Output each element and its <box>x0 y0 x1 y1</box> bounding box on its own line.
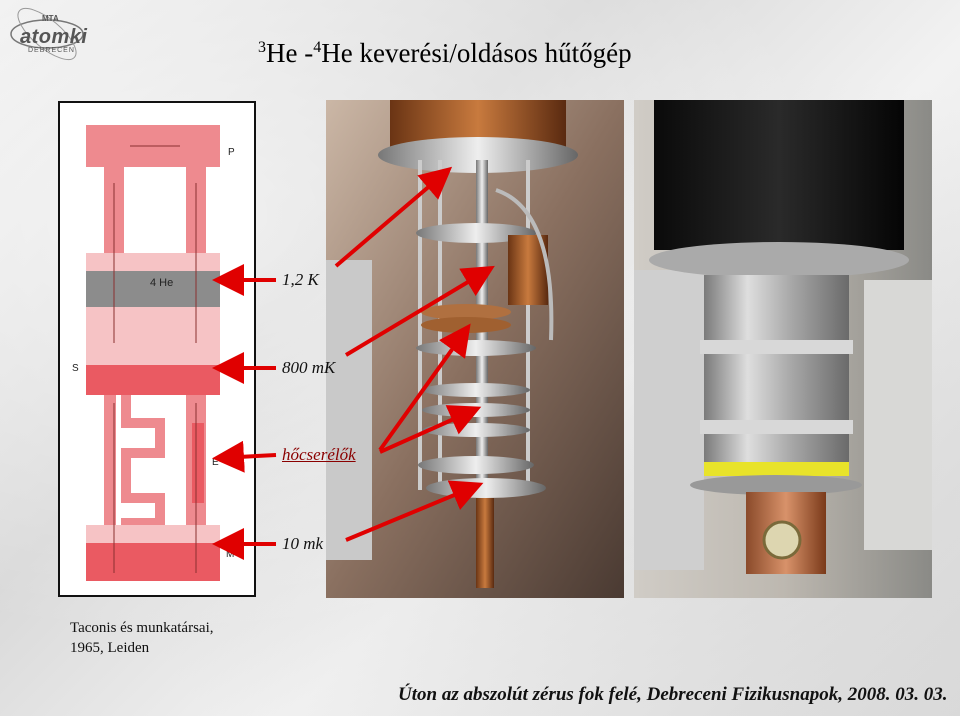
tube-left-lower <box>104 395 116 525</box>
exchanger-e <box>192 423 204 503</box>
taconis-schematic: 4 He P S E M <box>58 101 256 597</box>
label-m: M <box>226 549 235 560</box>
label-e: E <box>212 457 219 468</box>
title-sup-3: 3 <box>258 39 266 56</box>
label-s: S <box>72 363 79 374</box>
he4-label: 4 He <box>150 277 174 289</box>
gray-label-backdrop <box>326 262 372 560</box>
atomki-logo: MTA atomki DEBRECEN <box>6 4 88 62</box>
credit-line-1: Taconis és munkatársai, <box>70 620 214 636</box>
label-p: P <box>228 147 235 158</box>
label-1-2K: 1,2 K <box>282 270 319 289</box>
cryostat-photo <box>634 100 932 598</box>
label-heat-exchangers: hőcserélők <box>282 445 356 464</box>
label-800mK: 800 mK <box>282 358 336 377</box>
logo-top-text: MTA <box>42 14 59 23</box>
label-10mk: 10 mk <box>282 534 324 553</box>
flow-arrows <box>113 145 197 573</box>
heat-exchanger-path <box>121 395 165 533</box>
logo-main-text: atomki <box>20 26 88 48</box>
title-sup-4: 4 <box>313 39 322 56</box>
schematic-drawing <box>86 125 220 581</box>
mixing-chamber-lower <box>86 543 220 581</box>
mixing-chamber-upper <box>86 525 220 543</box>
logo-sub-text: DEBRECEN <box>28 47 75 54</box>
he4-bath <box>86 271 220 307</box>
slide-title: 3He -4He keverési/oldásos hűtőgép <box>258 38 632 69</box>
cryostat-drawing <box>634 100 932 598</box>
schematic-credit: Taconis és munkatársai, 1965, Leiden <box>70 618 214 658</box>
still-upper <box>86 345 220 365</box>
title-part-2: He keverési/oldásos hűtőgép <box>321 38 632 68</box>
title-part-1: He - <box>266 38 314 68</box>
footer-caption: Úton az abszolút zérus fok felé, Debrece… <box>398 684 948 705</box>
logo-emblem-icon <box>10 7 84 61</box>
still-lower <box>86 365 220 395</box>
credit-line-2: 1965, Leiden <box>70 640 150 656</box>
